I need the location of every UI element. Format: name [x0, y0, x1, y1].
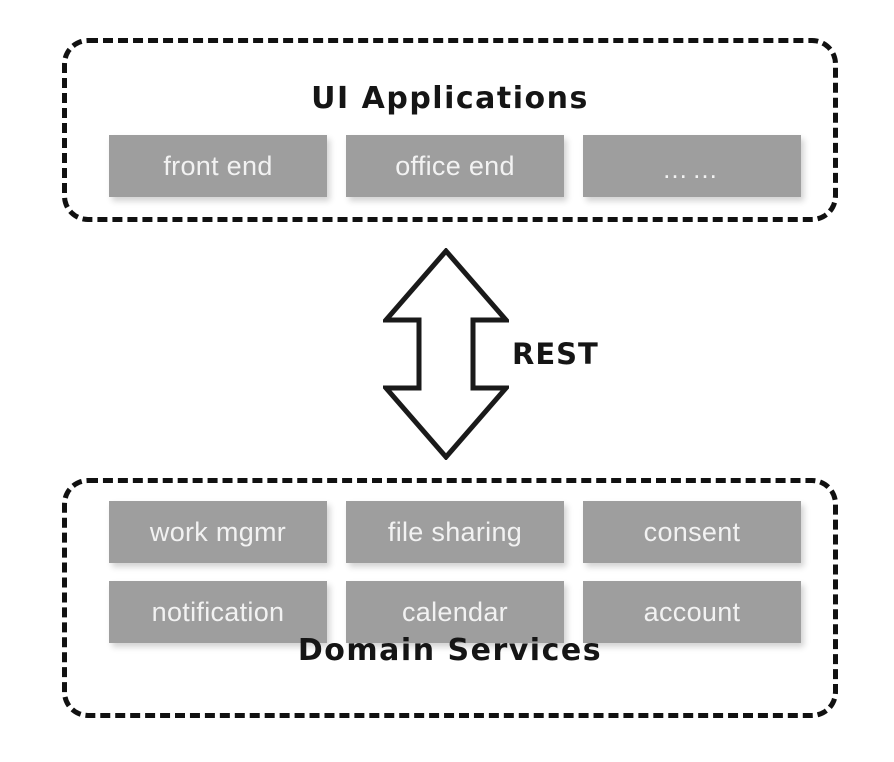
- service-box-work-mgmr[interactable]: work mgmr: [109, 501, 327, 563]
- double-headed-vertical-arrow-icon: [383, 248, 509, 460]
- domain-services-layer: work mgmr file sharing consent notificat…: [62, 478, 838, 718]
- domain-services-box-row-2: notification calendar account: [109, 581, 801, 643]
- domain-services-box-row-1: work mgmr file sharing consent: [109, 501, 801, 563]
- domain-services-title: Domain Services: [297, 633, 603, 668]
- service-box-consent[interactable]: consent: [583, 501, 801, 563]
- rest-connector-label: REST: [512, 337, 599, 371]
- service-box-calendar[interactable]: calendar: [346, 581, 564, 643]
- service-box-notification[interactable]: notification: [109, 581, 327, 643]
- ui-applications-box-row: front end office end ……: [109, 135, 801, 197]
- app-box-more-ellipsis[interactable]: ……: [583, 135, 801, 197]
- service-box-account[interactable]: account: [583, 581, 801, 643]
- app-box-front-end[interactable]: front end: [109, 135, 327, 197]
- ui-applications-title: UI Applications: [311, 81, 589, 116]
- app-box-office-end[interactable]: office end: [346, 135, 564, 197]
- ui-applications-layer: UI Applications front end office end ……: [62, 38, 838, 222]
- service-box-file-sharing[interactable]: file sharing: [346, 501, 564, 563]
